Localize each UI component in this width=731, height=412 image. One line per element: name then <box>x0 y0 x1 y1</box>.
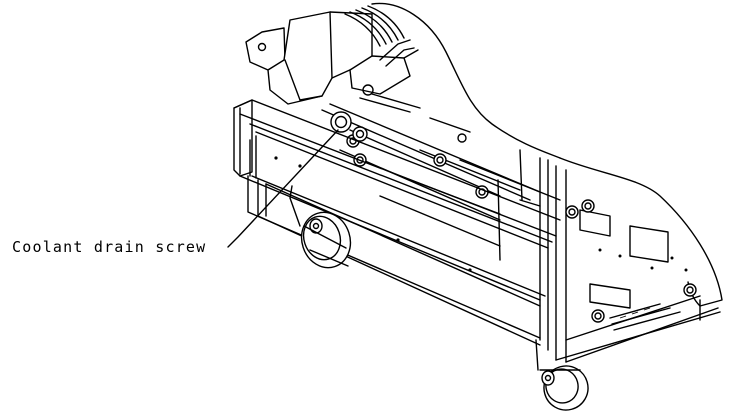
upper-housing <box>245 5 421 113</box>
left-caster <box>289 185 352 269</box>
callout-label: Coolant drain screw <box>12 238 206 256</box>
leader-line <box>227 129 339 248</box>
cutaway-edge <box>371 2 561 159</box>
callout-coolant-drain-screw: Coolant drain screw <box>12 129 339 256</box>
right-caster <box>535 339 589 411</box>
front-frame <box>233 99 561 346</box>
coolant-drain-screw <box>330 111 368 142</box>
right-panel <box>519 157 721 363</box>
cutaway-edge-lower <box>559 157 723 307</box>
